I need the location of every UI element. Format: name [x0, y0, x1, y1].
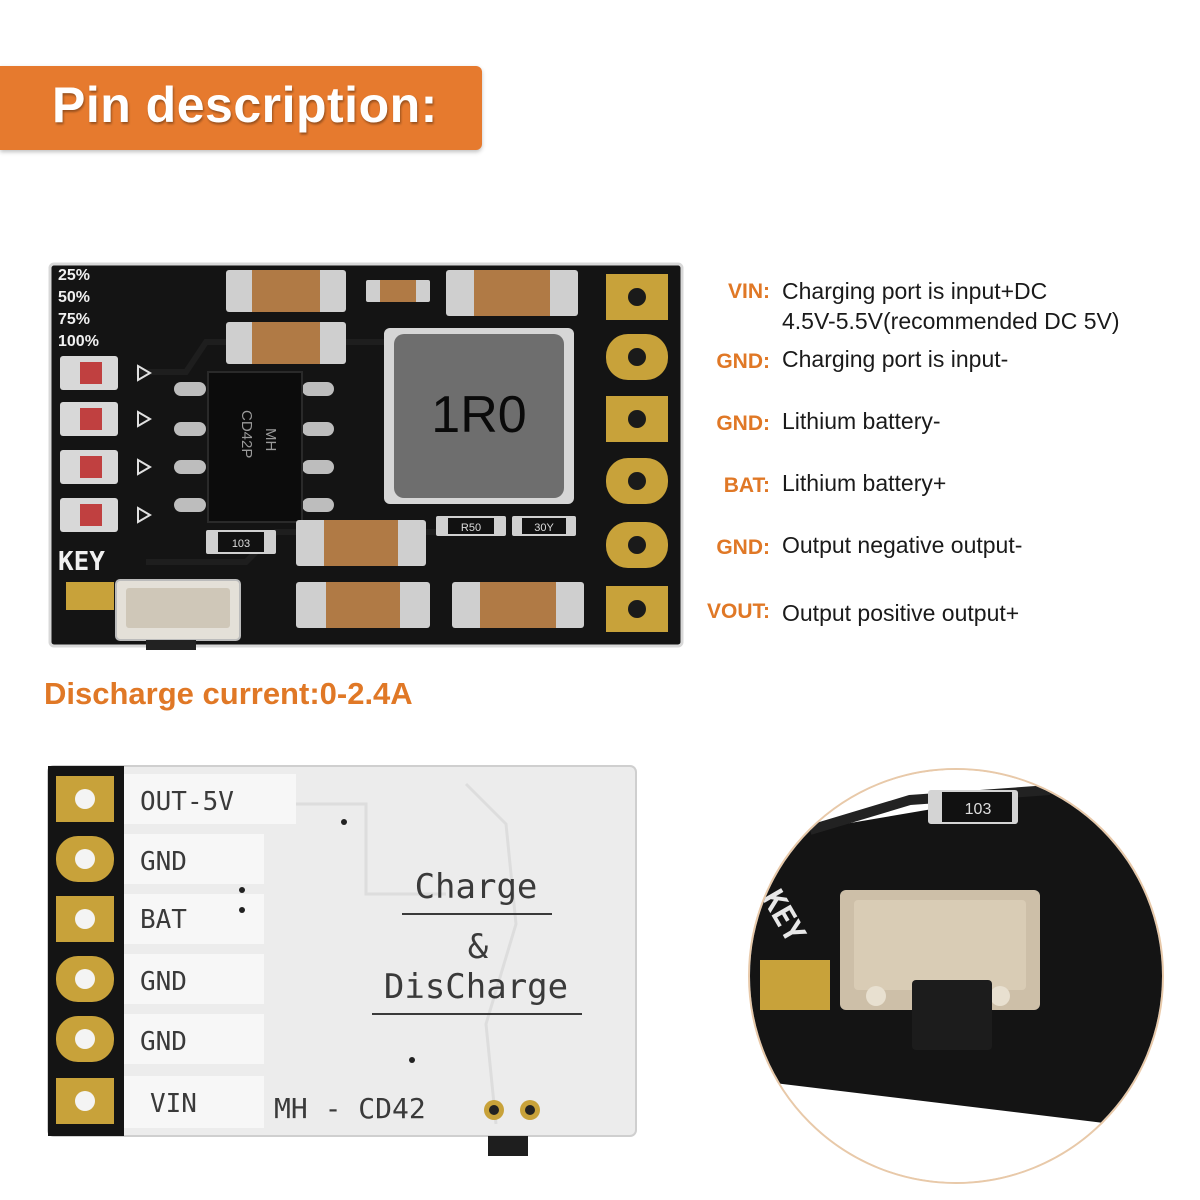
header-banner: Pin description: [0, 66, 482, 150]
bottom-label-bat: BAT [140, 905, 187, 935]
slide-switch [115, 579, 241, 650]
inductor-label: 1R0 [431, 386, 526, 444]
pad-out-5v [56, 776, 114, 822]
pin-name: GND: [716, 350, 770, 373]
board-title-ampersand: & [468, 927, 489, 967]
bottom-label-vin: VIN [150, 1089, 197, 1119]
pin-description-vin: VIN: Charging port is input+DC 4.5V-5.5V… [700, 276, 1190, 334]
inductor: 1R0 [384, 328, 574, 504]
pin-pad-gnd [606, 522, 668, 568]
led-100 [60, 498, 152, 532]
pin-desc: Lithium battery+ [782, 470, 947, 496]
svg-text:R50: R50 [461, 522, 481, 534]
pcb-bottom-view: OUT-5V GND BAT GND GND VIN Charge & DisC… [47, 765, 637, 1156]
capacitor [366, 280, 430, 302]
pin-name: BAT: [723, 474, 770, 497]
bottom-label-gnd: GND [140, 967, 187, 997]
pin-desc: Lithium battery- [782, 408, 941, 434]
switch-knob [488, 1136, 528, 1156]
pin-name: GND: [716, 412, 770, 435]
pin-pad-vin [606, 274, 668, 320]
led-50 [60, 402, 152, 436]
resistor: R50 [436, 516, 506, 536]
led-label-75: 75% [58, 311, 90, 328]
key-label: KEY [58, 547, 105, 577]
board-title-discharge: DisCharge [384, 967, 568, 1007]
pin-pad-gnd [606, 334, 668, 380]
pad-vin [56, 1078, 114, 1124]
pin-description-gnd-input: GND: Charging port is input- [700, 344, 1190, 384]
pin-description-bat: BAT: Lithium battery+ [700, 468, 1190, 508]
pad-gnd [56, 836, 114, 882]
closeup-resistor: 103 [928, 790, 1018, 824]
svg-text:103: 103 [965, 801, 992, 818]
svg-text:103: 103 [232, 538, 250, 550]
led-25 [60, 356, 152, 390]
capacitor [296, 582, 430, 628]
pin-desc: Charging port is input- [782, 346, 1009, 372]
closeup-key-pad [760, 960, 830, 1010]
pad-gnd [56, 1016, 114, 1062]
pin-name: GND: [716, 536, 770, 559]
led-label-50: 50% [58, 289, 90, 306]
capacitor [226, 270, 346, 312]
pin-name: VIN: [728, 280, 770, 303]
key-pad [66, 582, 114, 610]
led-label-100: 100% [58, 333, 99, 350]
discharge-current-label: Discharge current:0-2.4A [44, 676, 413, 711]
capacitor [446, 270, 578, 316]
switch-closeup: 103 KEY [748, 768, 1164, 1184]
pin-desc: Output negative output- [782, 532, 1023, 558]
svg-text:30Y: 30Y [534, 522, 554, 534]
pin-pad-gnd [606, 396, 668, 442]
closeup-slide-switch [840, 890, 1040, 1050]
chip-label-mh: MH [262, 428, 279, 451]
pad-gnd [56, 956, 114, 1002]
pin-description-gnd-battery: GND: Lithium battery- [700, 406, 1190, 446]
page-title: Pin description: [52, 77, 438, 133]
pin-desc: Charging port is input+DC [782, 278, 1048, 304]
closeup-image: 103 KEY [750, 770, 1162, 1182]
pin-pad-bat [606, 458, 668, 504]
board-title-charge: Charge [415, 867, 538, 907]
capacitor [226, 322, 346, 364]
bottom-label-gnd: GND [140, 847, 187, 877]
pad-bat [56, 896, 114, 942]
chip-label-model: CD42P [238, 410, 255, 458]
resistor: 103 [206, 530, 276, 554]
bottom-label-gnd: GND [140, 1027, 187, 1057]
led-75 [60, 450, 152, 484]
capacitor [296, 520, 426, 566]
pin-pad-vout [606, 586, 668, 632]
diode: 30Y [512, 516, 576, 536]
bottom-label-out-5v: OUT-5V [140, 787, 234, 817]
pin-desc-line2: 4.5V-5.5V(recommended DC 5V) [782, 308, 1120, 334]
board-model: MH - CD42 [274, 1092, 426, 1125]
pin-desc: Output positive output+ [782, 600, 1020, 626]
capacitor [452, 582, 584, 628]
pin-description-gnd-output: GND: Output negative output- [700, 530, 1190, 570]
pin-name: VOUT: [707, 600, 770, 623]
ic-chip: MH CD42P [174, 371, 334, 523]
pcb-top-view: 25% 50% 75% 100% KEY MH CD42P [46, 262, 686, 650]
led-label-25: 25% [58, 267, 90, 284]
pin-description-vout: VOUT: Output positive output+ [700, 598, 1190, 638]
